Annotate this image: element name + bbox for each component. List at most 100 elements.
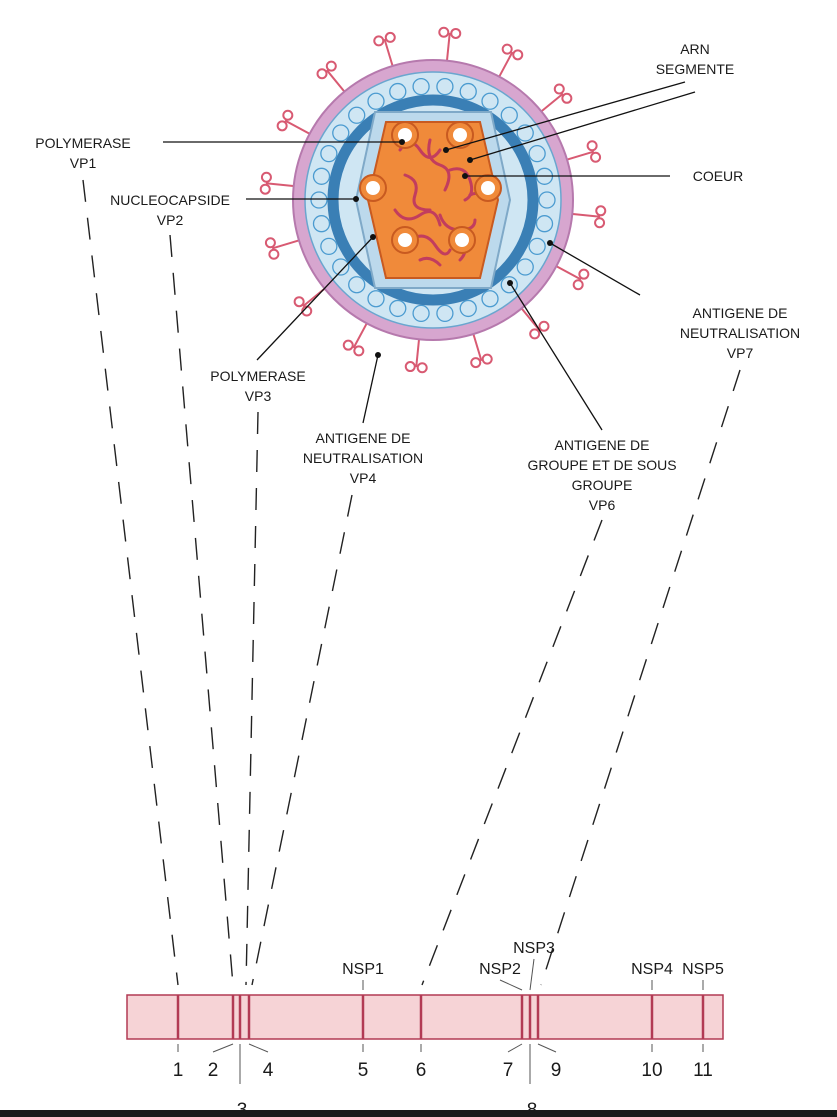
segment-label-4: 4 bbox=[263, 1060, 274, 1081]
segment-tick-4 bbox=[249, 1044, 268, 1052]
map-line-vp4 bbox=[252, 495, 352, 985]
spike-head bbox=[278, 121, 287, 130]
spike-head bbox=[588, 141, 597, 150]
nsp-tick-nsp2 bbox=[500, 980, 522, 990]
virus-particle bbox=[261, 28, 606, 373]
spike-head bbox=[439, 28, 448, 37]
spike bbox=[498, 52, 512, 78]
segment-tick-7 bbox=[508, 1044, 522, 1052]
segment-label-10: 10 bbox=[641, 1060, 662, 1081]
segment-label-9: 9 bbox=[551, 1060, 562, 1081]
spike bbox=[285, 121, 311, 135]
antigene-vp4-line2: NEUTRALISATION bbox=[303, 450, 423, 466]
spike-head bbox=[266, 238, 275, 247]
nsp-tick-nsp3 bbox=[530, 959, 534, 990]
polymerase-vp3-line1: POLYMERASE bbox=[210, 368, 305, 384]
spike-head bbox=[471, 358, 480, 367]
spike-head bbox=[539, 322, 548, 331]
nsp-label-nsp3: NSP3 bbox=[513, 940, 555, 957]
antigene-vp6-line1: ANTIGENE DE bbox=[555, 437, 650, 453]
label-coeur: COEUR bbox=[693, 168, 744, 184]
segment-label-7: 7 bbox=[503, 1060, 514, 1081]
segment-label-1: 1 bbox=[173, 1060, 184, 1081]
map-line-vp3 bbox=[246, 412, 258, 985]
label-antigene-vp4: ANTIGENE DE NEUTRALISATION VP4 bbox=[303, 430, 423, 486]
label-antigene-vp6: ANTIGENE DE GROUPE ET DE SOUS GROUPE VP6 bbox=[527, 437, 676, 513]
spike-head bbox=[327, 62, 336, 71]
spike-head bbox=[483, 355, 492, 364]
spike bbox=[540, 94, 563, 113]
spike bbox=[385, 39, 394, 68]
spike bbox=[447, 33, 450, 63]
nsp-label-nsp1: NSP1 bbox=[342, 961, 384, 978]
spike-head bbox=[555, 85, 564, 94]
spike-head bbox=[406, 362, 415, 371]
nucleocapside-vp2-line2: VP2 bbox=[157, 212, 184, 228]
segment-label-2: 2 bbox=[208, 1060, 219, 1081]
arn-segmente-line1: ARN bbox=[680, 41, 710, 57]
segment-label-11: 11 bbox=[693, 1060, 713, 1081]
spike-head bbox=[503, 45, 512, 54]
label-polymerase-vp1: POLYMERASE VP1 bbox=[35, 135, 130, 171]
antigene-vp4-line1: ANTIGENE DE bbox=[316, 430, 411, 446]
antigene-vp6-line2: GROUPE ET DE SOUS bbox=[527, 457, 676, 473]
spike-head bbox=[530, 329, 539, 338]
spike-head bbox=[591, 153, 600, 162]
spike-head bbox=[344, 341, 353, 350]
spike bbox=[473, 332, 482, 361]
bottom-border bbox=[0, 1110, 837, 1117]
segment-tick-9 bbox=[538, 1044, 556, 1052]
segment-tick-2 bbox=[213, 1044, 233, 1052]
map-line-vp1 bbox=[83, 180, 178, 985]
spike-head bbox=[261, 185, 270, 194]
spike-head bbox=[562, 94, 571, 103]
spike bbox=[520, 307, 539, 330]
arn-segmente-line2: SEGMENTE bbox=[656, 61, 735, 77]
antigene-vp6-line3: GROUPE bbox=[572, 477, 633, 493]
antigene-vp7-line2: NEUTRALISATION bbox=[680, 325, 800, 341]
nucleocapside-vp2-line1: NUCLEOCAPSIDE bbox=[110, 192, 230, 208]
spike-head bbox=[386, 33, 395, 42]
spike bbox=[565, 152, 594, 161]
spike bbox=[272, 240, 301, 249]
spike bbox=[266, 183, 296, 186]
spike-head bbox=[596, 206, 605, 215]
nsp-label-nsp5: NSP5 bbox=[682, 961, 724, 978]
spike-head bbox=[595, 218, 604, 227]
spike bbox=[416, 337, 419, 367]
spike bbox=[354, 322, 368, 348]
spike-head bbox=[318, 69, 327, 78]
label-polymerase-vp3: POLYMERASE VP3 bbox=[210, 368, 305, 404]
core-hexagon bbox=[368, 122, 498, 278]
spike bbox=[327, 70, 346, 93]
segment-label-5: 5 bbox=[358, 1060, 369, 1081]
polymerase-vp3-line2: VP3 bbox=[245, 388, 272, 404]
label-antigene-vp7: ANTIGENE DE NEUTRALISATION VP7 bbox=[680, 305, 800, 361]
map-line-vp2 bbox=[170, 235, 233, 985]
label-arn-segmente: ARN SEGMENTE bbox=[656, 41, 735, 77]
spike bbox=[570, 214, 600, 217]
polymerase-vp1-line2: VP1 bbox=[70, 155, 97, 171]
nsp-label-nsp4: NSP4 bbox=[631, 961, 673, 978]
label-nucleocapside-vp2: NUCLEOCAPSIDE VP2 bbox=[110, 192, 230, 228]
genome-strip bbox=[127, 995, 723, 1039]
spike-head bbox=[295, 297, 304, 306]
spike bbox=[555, 265, 581, 279]
spike-head bbox=[418, 363, 427, 372]
segment-label-6: 6 bbox=[416, 1060, 427, 1081]
polymerase-vp1-line1: POLYMERASE bbox=[35, 135, 130, 151]
nsp-label-nsp2: NSP2 bbox=[479, 961, 521, 978]
spike-head bbox=[269, 250, 278, 259]
spike-head bbox=[283, 111, 292, 120]
antigene-vp4-line3: VP4 bbox=[350, 470, 377, 486]
antigene-vp6-line4: VP6 bbox=[589, 497, 616, 513]
spike-head bbox=[513, 50, 522, 59]
map-line-vp6 bbox=[422, 520, 602, 985]
antigene-vp7-line3: VP7 bbox=[727, 345, 754, 361]
spike-head bbox=[579, 270, 588, 279]
spike-head bbox=[354, 346, 363, 355]
spike-head bbox=[374, 36, 383, 45]
